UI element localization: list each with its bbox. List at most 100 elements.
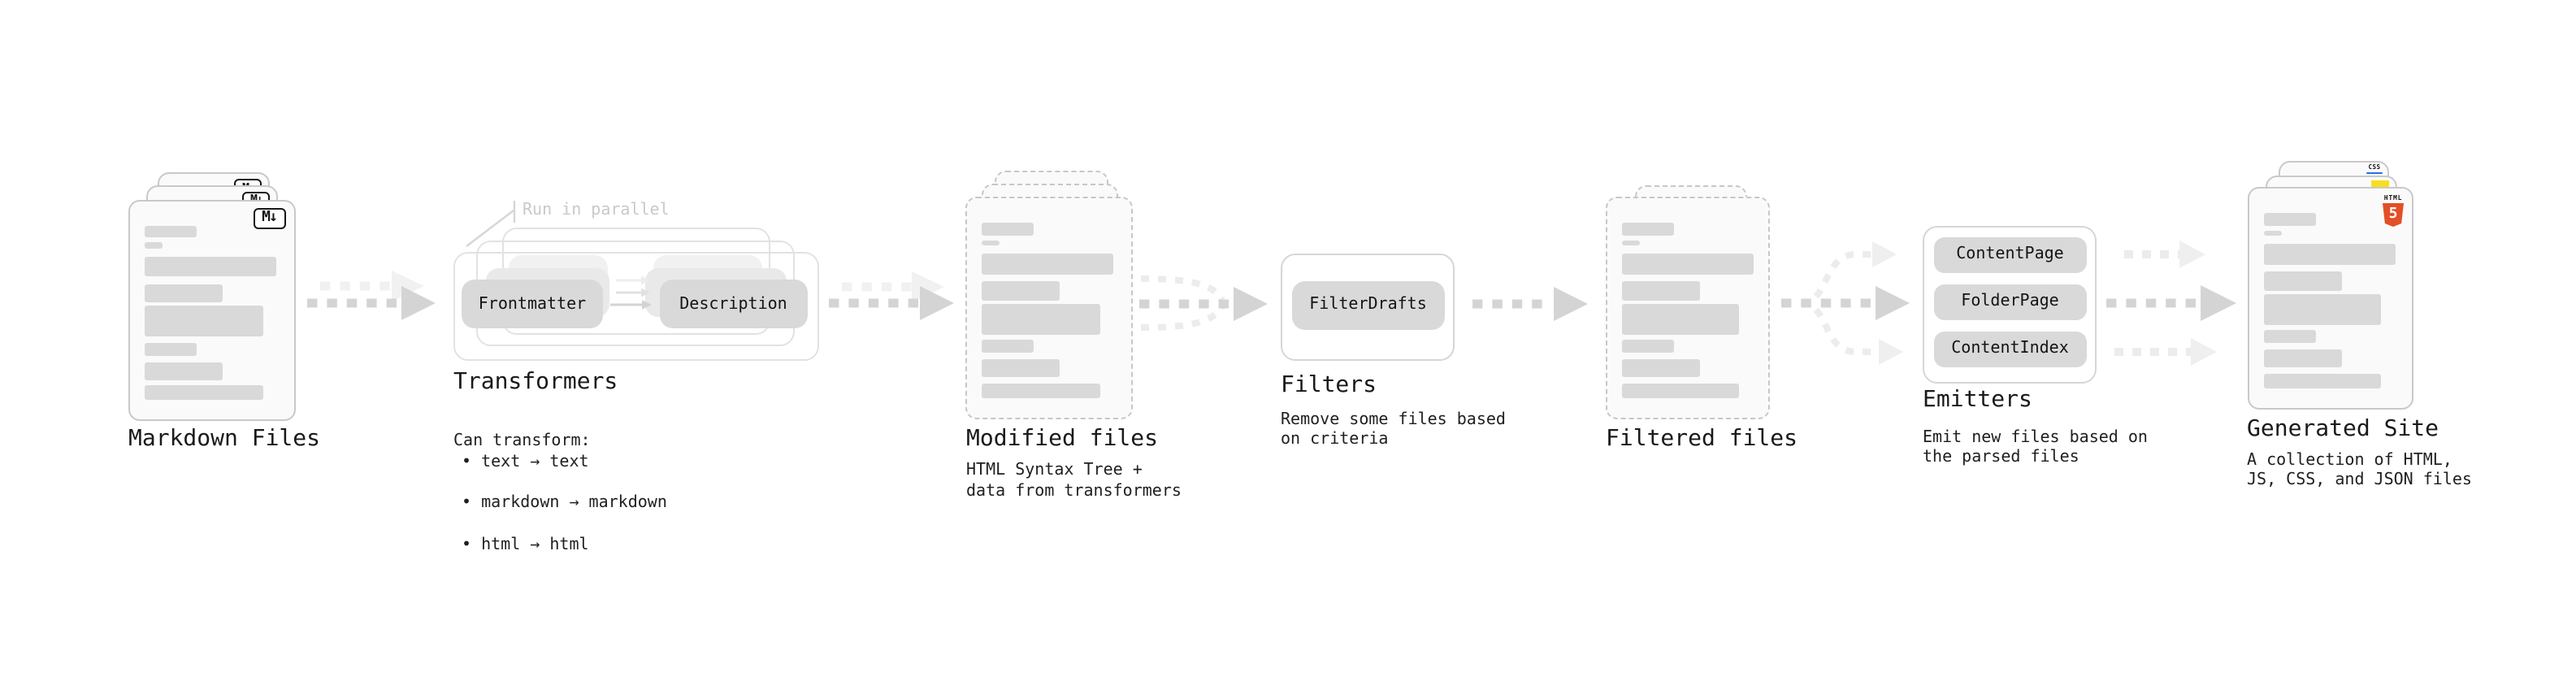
run-in-parallel-leader-line — [466, 201, 516, 247]
skeleton-line — [982, 383, 1099, 397]
markdown-doc-back-2: M↓ — [158, 172, 270, 367]
skeleton-line — [2263, 373, 2381, 388]
skeleton-line — [982, 240, 1000, 245]
skeleton-line — [145, 362, 223, 380]
skeleton-line — [1621, 359, 1699, 377]
site-doc-html: HTML 5 — [2247, 187, 2413, 410]
skeleton-line — [1621, 223, 1673, 235]
frontmatter-node-ghost-2 — [509, 255, 608, 304]
skeleton-line — [1621, 281, 1699, 300]
modified-doc-front — [965, 197, 1133, 419]
skeleton-line — [2263, 230, 2281, 236]
skeleton-line — [145, 242, 163, 248]
site-doc-css: CSS — [2279, 161, 2389, 340]
filters-subtitle: Remove some files based on criteria — [1281, 410, 1506, 449]
css-blue-bar — [2366, 171, 2383, 175]
transformers-description: Can transform: text → text markdown → ma… — [453, 411, 667, 578]
skeleton-line — [145, 225, 197, 237]
skeleton-line — [2263, 244, 2395, 264]
skeleton-line — [145, 342, 197, 355]
skeleton-line — [2263, 330, 2315, 343]
arrow-markdown-to-transformers — [307, 271, 436, 320]
arrow-emitters-to-site — [2106, 241, 2236, 366]
html5-wordmark: HTML — [2383, 193, 2403, 202]
arrow-transformers-to-modified — [829, 271, 954, 320]
node-contentindex: ContentIndex — [1934, 332, 2086, 367]
run-in-parallel-note: Run in parallel — [523, 202, 670, 219]
skeleton-line — [982, 254, 1113, 274]
modified-doc-back-2 — [995, 171, 1108, 349]
arrow-frontmatter-to-description — [610, 275, 652, 310]
site-doc-js — [2266, 175, 2397, 354]
modified-files-subtitle: HTML Syntax Tree + data from transformer… — [966, 462, 1182, 501]
skeleton-line — [2263, 271, 2341, 290]
filtered-doc-front — [1605, 197, 1770, 419]
description-node-ghost-2 — [653, 255, 761, 304]
filtered-doc-back — [1635, 184, 1747, 363]
transform-bullet: html → html — [453, 536, 667, 557]
skeleton-line — [1621, 383, 1739, 397]
node-filterdrafts: FilterDrafts — [1292, 280, 1444, 329]
node-folderpage: FolderPage — [1934, 284, 2086, 319]
transformer-card-back-1 — [475, 241, 794, 346]
skeleton-line — [145, 306, 262, 336]
transform-bullet: text → text — [453, 453, 667, 474]
modified-files-label: Modified files — [966, 426, 1159, 452]
filters-card — [1281, 254, 1455, 361]
skeleton-line — [2263, 293, 2381, 324]
skeleton-line — [145, 284, 223, 302]
arrow-filtered-to-emitters-fanout — [1781, 241, 1910, 365]
skeleton-line — [2263, 213, 2315, 225]
js-icon — [2370, 180, 2388, 196]
transformers-title: Transformers — [453, 369, 618, 395]
skeleton-line — [1621, 340, 1673, 353]
node-contentpage: ContentPage — [1934, 237, 2086, 272]
skeleton-line — [1621, 240, 1639, 245]
markdown-doc-front: M↓ — [128, 199, 295, 421]
generated-site-subtitle: A collection of HTML, JS, CSS, and JSON … — [2247, 451, 2472, 490]
skeleton-line — [982, 223, 1034, 235]
transformer-card-back-2 — [501, 228, 770, 335]
skeleton-line — [2263, 349, 2341, 367]
node-description: Description — [660, 280, 807, 328]
can-transform-heading: Can transform: — [453, 432, 591, 450]
transform-bullet: markdown → markdown — [453, 494, 667, 515]
modified-doc-back-1 — [981, 184, 1118, 362]
skeleton-line — [1621, 303, 1739, 334]
skeleton-line — [1621, 254, 1753, 274]
arrow-filters-to-filtered — [1472, 287, 1588, 321]
filtered-files-label: Filtered files — [1606, 425, 1798, 451]
filters-title: Filters — [1281, 371, 1377, 397]
css-icon: CSS — [2366, 163, 2383, 175]
markdown-icon: M↓ — [234, 179, 262, 197]
node-frontmatter: Frontmatter — [462, 280, 603, 328]
transformer-card-front — [453, 252, 818, 360]
generated-site-label: Generated Site — [2247, 415, 2439, 441]
frontmatter-node-ghost-1 — [485, 267, 609, 316]
html5-icon: HTML 5 — [2382, 193, 2405, 227]
emitters-card — [1923, 226, 2097, 383]
arrow-modified-to-filters-merge — [1139, 275, 1268, 331]
skeleton-line — [145, 256, 276, 276]
markdown-files-label: Markdown Files — [128, 426, 321, 452]
emitters-title: Emitters — [1923, 386, 2032, 412]
markdown-doc-back-1: M↓ — [145, 184, 278, 380]
html5-numeral: 5 — [2388, 206, 2398, 223]
skeleton-line — [982, 359, 1060, 377]
skeleton-line — [145, 385, 262, 400]
skeleton-line — [982, 340, 1034, 353]
html5-shield: 5 — [2383, 203, 2404, 227]
skeleton-line — [982, 303, 1099, 334]
css-wordmark: CSS — [2368, 163, 2381, 171]
skeleton-line — [982, 281, 1060, 300]
emitters-subtitle: Emit new files based on the parsed files — [1923, 428, 2148, 467]
markdown-icon: M↓ — [242, 191, 270, 209]
